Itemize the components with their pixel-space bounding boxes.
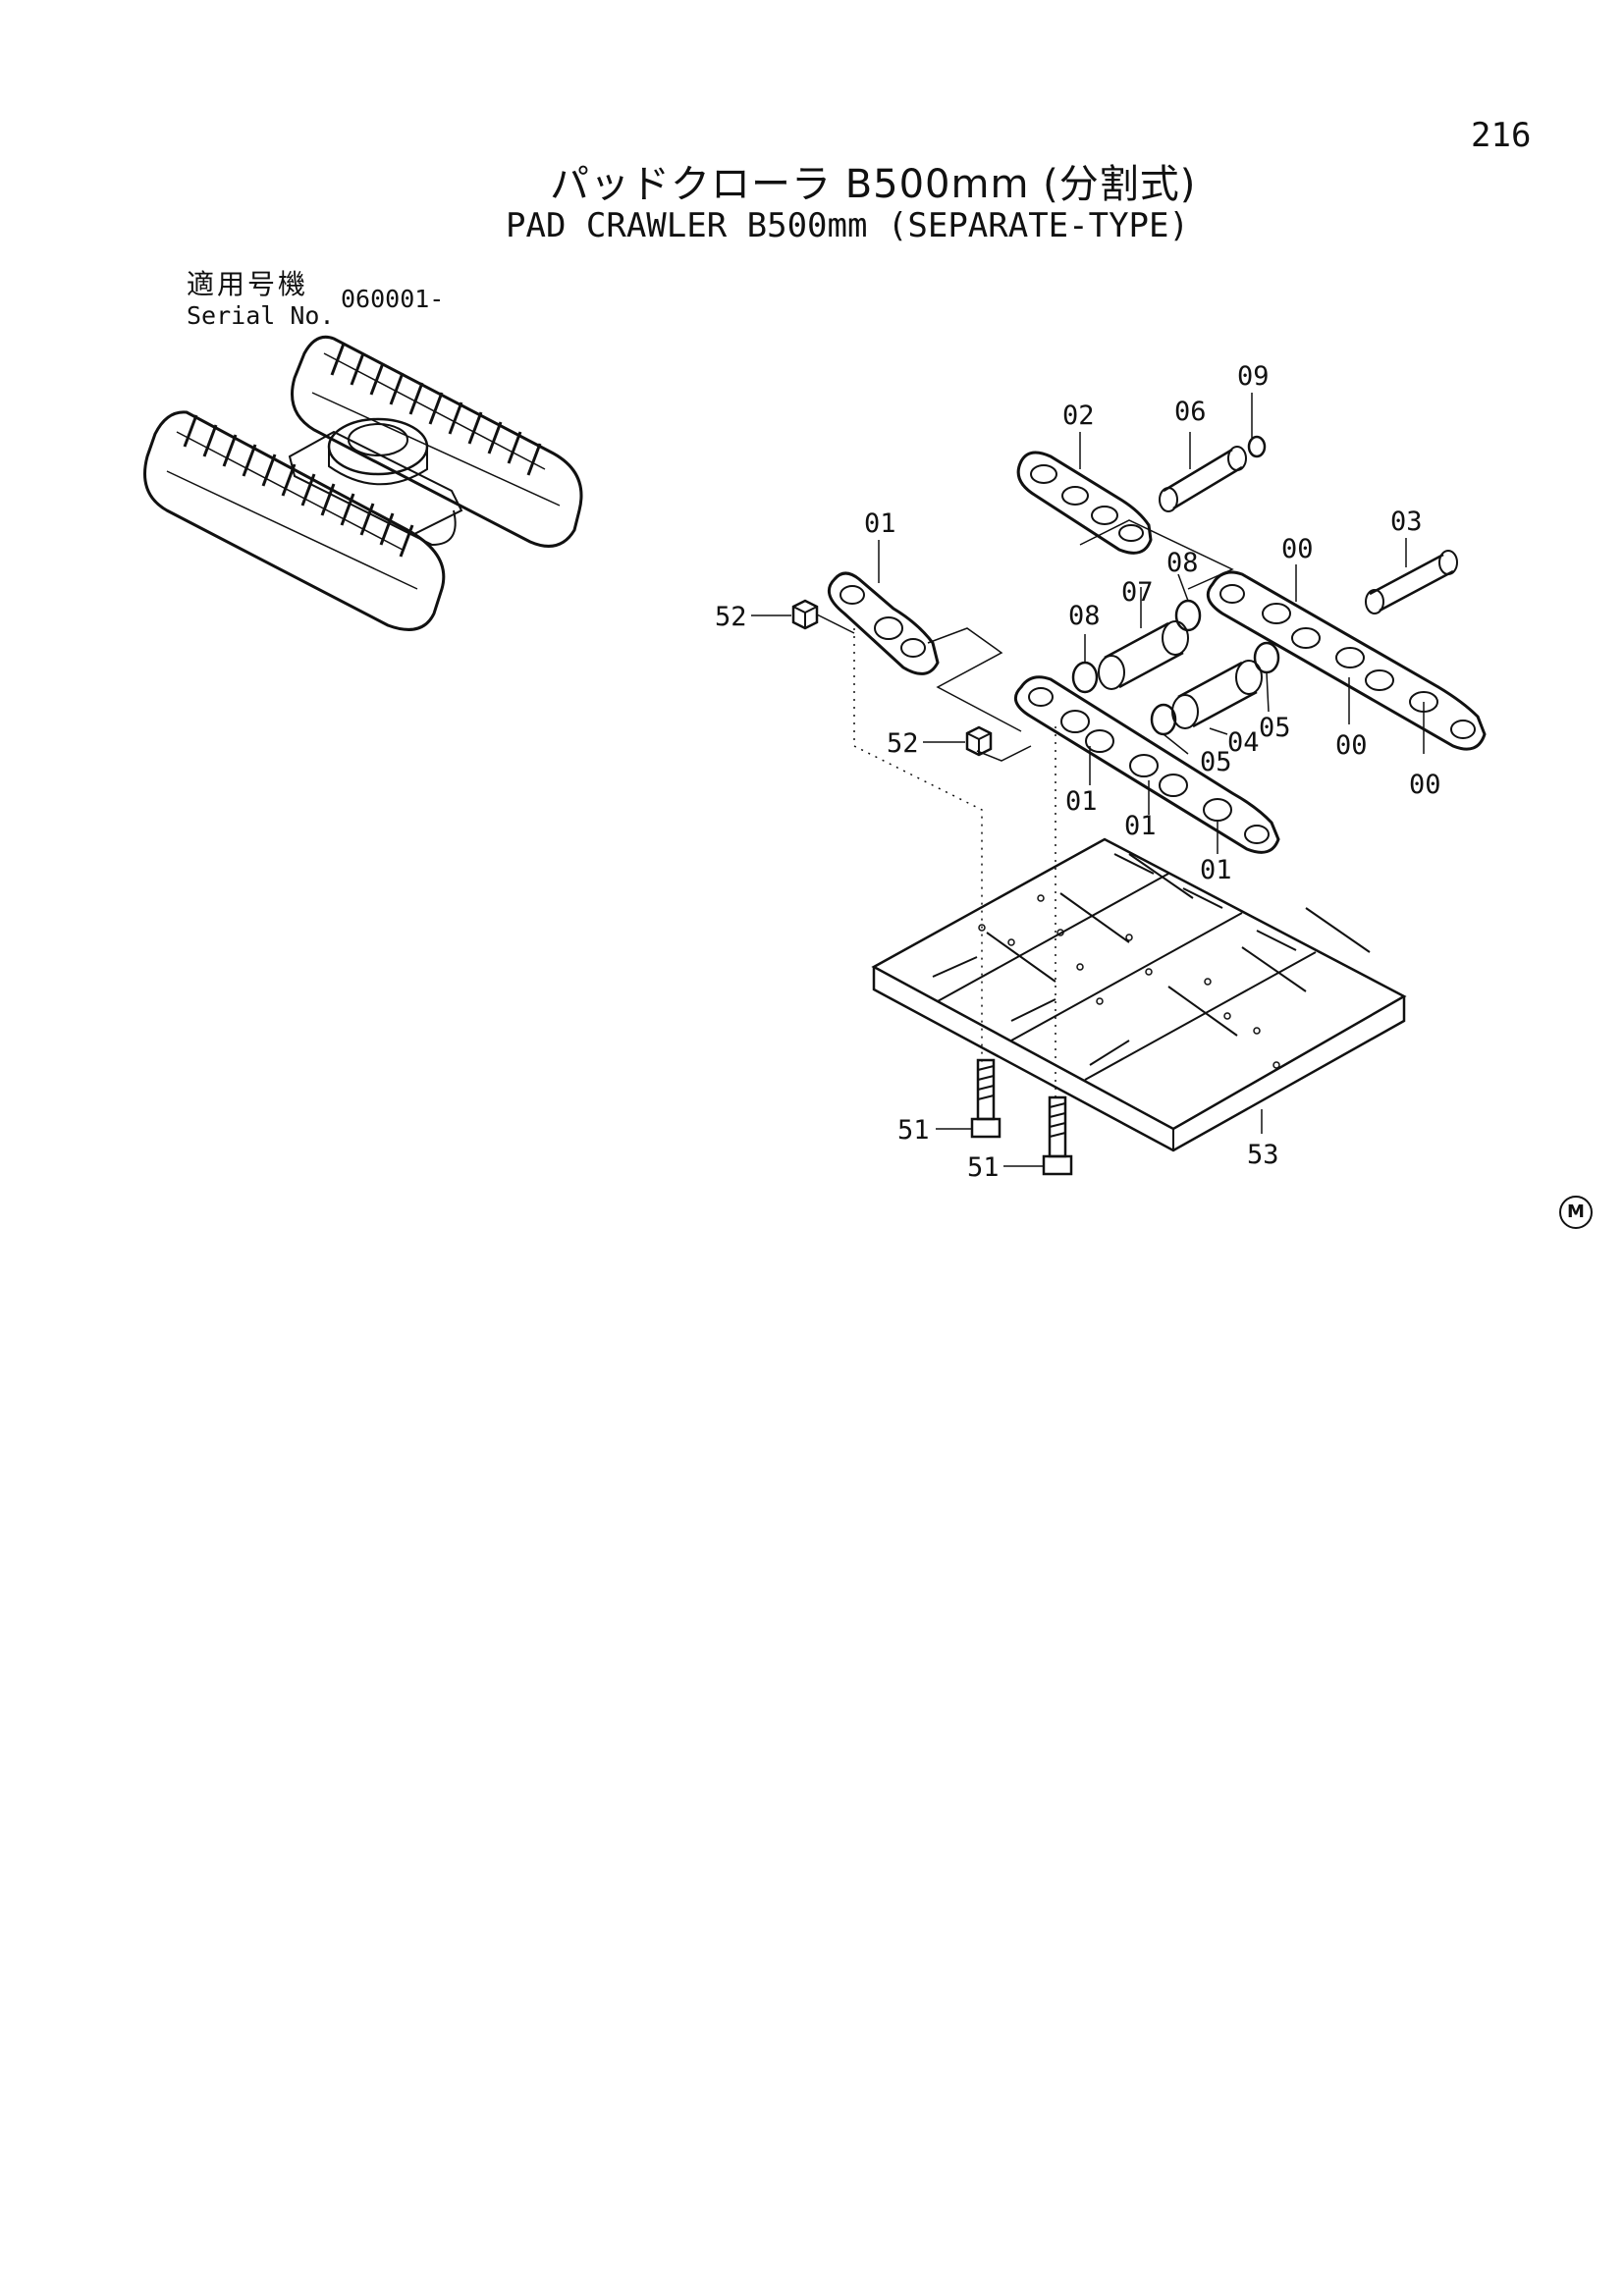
callout-02: 02 xyxy=(1062,400,1095,431)
link-00-chain xyxy=(1206,570,1487,751)
bushing-04 xyxy=(1171,660,1263,729)
pad-shoe-53 xyxy=(871,837,1407,1152)
link-02 xyxy=(1016,451,1153,555)
page-title-jp: パッドクローラ B500mm (分割式) xyxy=(550,162,1197,207)
callout-01-d: 01 xyxy=(1200,855,1232,885)
callout-01-b: 01 xyxy=(1065,786,1098,817)
pin-06 xyxy=(1159,446,1247,512)
callout-09: 09 xyxy=(1237,361,1270,392)
clip-09 xyxy=(1247,435,1267,458)
link-01-upper xyxy=(827,571,940,675)
page-title-en: PAD CRAWLER B500mm (SEPARATE-TYPE) xyxy=(506,206,1189,245)
callout-00-mid: 00 xyxy=(1335,730,1368,761)
seal-05-right xyxy=(1253,641,1280,674)
callout-08-right: 08 xyxy=(1166,548,1199,578)
nut-52-upper xyxy=(791,599,819,630)
bolt-51-upper xyxy=(970,1058,1001,1139)
serial-label-jp: 適用号機 xyxy=(187,268,309,300)
nut-52-lower xyxy=(965,725,993,757)
leader-lines xyxy=(751,393,1425,1167)
bushing-07 xyxy=(1098,620,1189,690)
manufacturer-mark: M xyxy=(1559,1196,1593,1229)
callout-03: 03 xyxy=(1390,507,1423,537)
callout-51-upper: 51 xyxy=(897,1115,930,1146)
seal-08-right xyxy=(1174,599,1202,632)
callout-04: 04 xyxy=(1227,727,1260,758)
seal-08-left xyxy=(1071,661,1099,694)
callout-06: 06 xyxy=(1174,397,1207,427)
callout-05-left: 05 xyxy=(1200,747,1232,777)
bolt-51-lower xyxy=(1042,1095,1073,1176)
undercarriage-overview xyxy=(143,335,583,631)
callout-00-top: 00 xyxy=(1281,534,1314,564)
callout-08-left: 08 xyxy=(1068,601,1101,631)
callout-51-lower: 51 xyxy=(967,1152,1000,1183)
callout-07: 07 xyxy=(1121,577,1154,608)
callout-00-right: 00 xyxy=(1409,770,1441,800)
serial-label-en: Serial No. xyxy=(187,301,335,330)
serial-value: 060001- xyxy=(341,285,445,313)
callout-01-upper: 01 xyxy=(864,508,896,539)
seal-05-left xyxy=(1150,703,1177,736)
page-number: 216 xyxy=(1471,116,1532,155)
callout-52-upper: 52 xyxy=(715,602,747,632)
callout-labels: 02 06 09 03 01 00 08 07 08 52 52 05 04 0… xyxy=(715,361,1441,1183)
callout-52-lower: 52 xyxy=(887,728,919,759)
link-01-chain xyxy=(1013,675,1280,854)
callout-53: 53 xyxy=(1247,1140,1279,1170)
callout-01-c: 01 xyxy=(1124,811,1157,841)
pin-03 xyxy=(1365,550,1458,614)
callout-05-right: 05 xyxy=(1259,713,1291,743)
